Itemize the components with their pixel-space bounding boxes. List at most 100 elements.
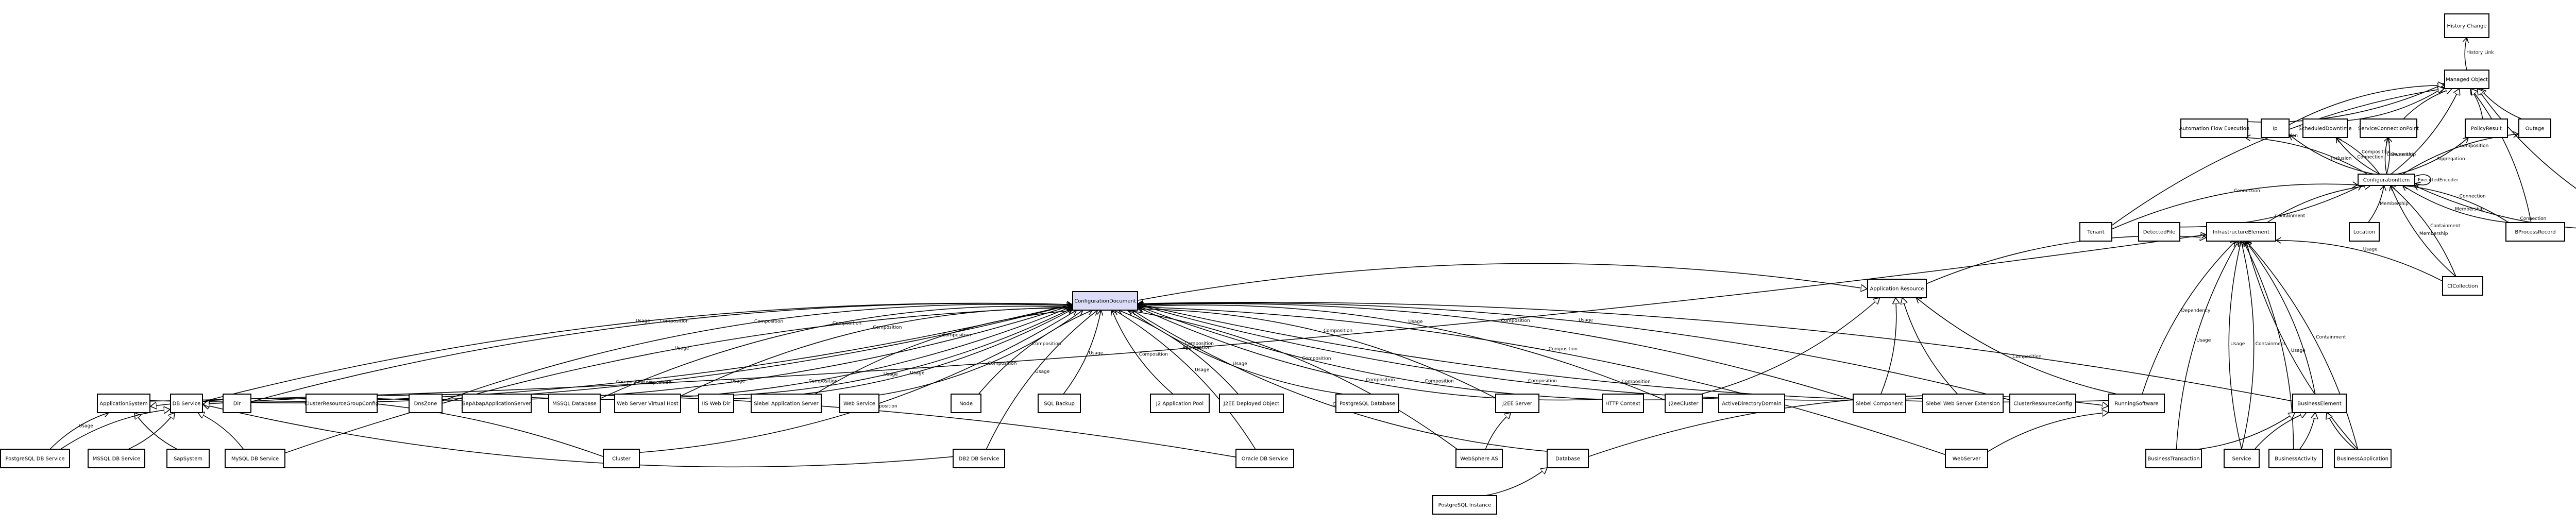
node-box (2505, 222, 2565, 242)
node-mssql-database[interactable]: MSSQL Database (548, 394, 601, 413)
edge-label: Usage (910, 371, 925, 376)
node-business-activity[interactable]: BusinessActivity (2268, 449, 2323, 468)
edge-label: Usage (1408, 319, 1423, 325)
edge-line (2403, 89, 2452, 120)
edge-label: Membership (2419, 231, 2448, 236)
node-db-service[interactable]: DB Service (170, 394, 203, 413)
edge-node-to-configuration-document: Composition (978, 310, 1092, 395)
node-database[interactable]: Database (1547, 449, 1589, 468)
node-postgresql-database[interactable]: PostgreSQL Database (1335, 394, 1399, 413)
node-label: Location (2353, 230, 2375, 235)
node-outage[interactable]: Outage (2518, 118, 2551, 138)
edge-line (2347, 87, 2444, 121)
node-box (1867, 279, 1927, 298)
node-location[interactable]: Location (2349, 222, 2380, 242)
node-dir[interactable]: Dir (223, 394, 251, 413)
edge-line (1063, 310, 1101, 395)
node-business-transaction[interactable]: BusinessTransaction (2145, 449, 2202, 468)
edge-line (2402, 185, 2509, 223)
node-box (2465, 118, 2508, 138)
node-j2ee-cluster[interactable]: J2eeCluster (1665, 394, 1703, 413)
edge-configuration-item-to-outage: Composition (2402, 134, 2518, 175)
node-j2-application-pool[interactable]: J2 Application Pool (1150, 394, 1210, 413)
node-policy-result[interactable]: PolicyResult (2465, 118, 2508, 138)
edge-label: Usage (1195, 368, 1210, 373)
edge-line (2112, 184, 2358, 229)
node-siebel-component[interactable]: Siebel Component (1853, 394, 1906, 413)
edge-label: Composition (1324, 329, 1352, 334)
edge-sap-system-to-application-system (134, 413, 178, 450)
node-bprocess-record[interactable]: BProcessRecord (2505, 222, 2565, 242)
edge-line (2336, 138, 2380, 175)
node-ip[interactable]: Ip (2261, 118, 2290, 138)
node-box (223, 394, 251, 413)
node-label: Application Resource (1870, 286, 1924, 292)
node-web-server[interactable]: WebServer (1945, 449, 1988, 468)
edge-line (134, 413, 178, 450)
edge-service-to-infrastructure-element: Containment (2241, 241, 2285, 450)
node-scheduled-downtime[interactable]: ScheduledDowntime (2298, 118, 2352, 138)
node-tenant[interactable]: Tenant (2079, 222, 2112, 242)
node-siebel-app-server[interactable]: Siebel Application Server (751, 394, 822, 413)
node-infrastructure-element[interactable]: InfrastructureElement (2206, 222, 2276, 242)
node-iis-web-dir[interactable]: IIS Web Dir (698, 394, 734, 413)
edge-line (2391, 185, 2456, 277)
node-node[interactable]: Node (951, 394, 981, 413)
node-siebel-web-server-ext[interactable]: Siebel Web Server Extension (1922, 394, 2004, 413)
node-cluster[interactable]: Cluster (603, 449, 640, 468)
node-oracle-db-service[interactable]: Oracle DB Service (1235, 449, 1294, 468)
node-j2ee-server[interactable]: J2EE Server (1495, 394, 1539, 413)
node-service-connection-point[interactable]: ServiceConnectionPoint (2358, 118, 2419, 138)
edge-line (2228, 241, 2242, 450)
node-http-context[interactable]: HTTP Context (1602, 394, 1644, 413)
node-label: ScheduledDowntime (2298, 126, 2351, 132)
node-label: PolicyResult (2471, 126, 2502, 132)
node-label: Web Server Virtual Host (617, 401, 679, 407)
node-label: InfrastructureElement (2213, 230, 2269, 235)
node-configuration-document[interactable]: ConfigurationDocument (1072, 291, 1138, 311)
node-cluster-resource-config[interactable]: ClusterResourceConfig (2009, 394, 2076, 413)
node-web-server-virtual-host[interactable]: Web Server Virtual Host (614, 394, 681, 413)
node-postgresql-db-service[interactable]: PostgreSQL DB Service (0, 449, 70, 468)
node-detected-file[interactable]: DetectedFile (2138, 222, 2180, 242)
node-label: J2EE Server (1502, 401, 1533, 407)
node-business-application[interactable]: BusinessApplication (2334, 449, 2392, 468)
edge-j2ee-deployed-object-to-configuration-document: Composition (1118, 310, 1239, 395)
edge-configuration-document-to-application-resource (1138, 263, 1867, 301)
node-web-service[interactable]: Web Service (839, 394, 879, 413)
edge-bprocess-record-to-configuration-item: Membership (2402, 185, 2509, 223)
node-db2-db-service[interactable]: DB2 DB Service (953, 449, 1005, 468)
node-ci-collection[interactable]: CICollection (2442, 276, 2483, 296)
node-sap-system[interactable]: SapSystem (166, 449, 210, 468)
edge-label: Composition (1302, 356, 1331, 362)
node-sap-abap-app-server[interactable]: SapAbapApplicationServer (462, 394, 532, 413)
node-websphere-as[interactable]: WebSphere AS (1455, 449, 1503, 468)
node-postgresql-instance[interactable]: PostgreSQL Instance (1432, 495, 1497, 515)
node-managed-object[interactable]: Managed Object (2444, 70, 2489, 89)
node-application-resource[interactable]: Application Resource (1867, 279, 1927, 298)
edge-web-service-to-configuration-document: Composition (879, 310, 1083, 396)
node-mysql-db-service[interactable]: MySQL DB Service (225, 449, 285, 468)
node-business-element[interactable]: BusinessElement (2292, 394, 2347, 413)
node-box (2180, 118, 2248, 138)
node-box (2261, 118, 2290, 138)
node-service[interactable]: Service (2224, 449, 2260, 468)
node-sql-backup[interactable]: SQL Backup (1038, 394, 1081, 413)
node-mssql-db-service[interactable]: MSSQL DB Service (88, 449, 145, 468)
node-cluster-resource-group-config[interactable]: ClusterResourceGroupConfig (304, 394, 379, 413)
edge-label: Usage (2196, 338, 2211, 343)
edge-siebel-app-server-to-configuration-document: Composition (815, 310, 1076, 395)
node-dns-zone[interactable]: DnsZone (409, 394, 443, 413)
node-active-directory-domain[interactable]: ActiveDirectoryDomain (1718, 394, 1785, 413)
node-j2ee-deployed-object[interactable]: J2EE Deployed Object (1219, 394, 1284, 413)
node-configuration-item[interactable]: ConfigurationItem (2358, 174, 2415, 186)
node-running-software[interactable]: RunningSoftware (2108, 394, 2165, 413)
edge-web-server-virtual-host-to-configuration-document: Usage (681, 308, 1072, 397)
node-automation-flow[interactable]: Automation Flow Execution (2179, 118, 2250, 138)
edge-label: Connection (2357, 155, 2383, 160)
edge-line (2243, 241, 2294, 450)
node-history-change[interactable]: History Change (2444, 13, 2489, 38)
node-label: IIS Web Dir (702, 401, 731, 407)
node-label: BusinessApplication (2337, 456, 2388, 462)
node-application-system[interactable]: ApplicationSystem (97, 394, 150, 413)
